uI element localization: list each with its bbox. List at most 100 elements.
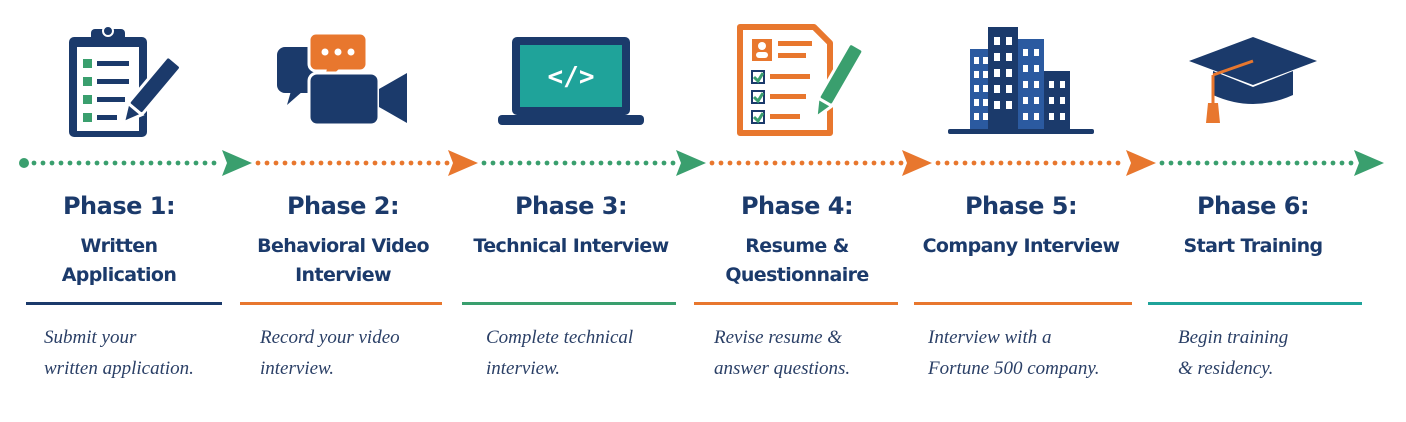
timeline-arrow-3 bbox=[676, 150, 706, 176]
timeline-dot bbox=[184, 160, 190, 166]
timeline-dot bbox=[309, 160, 315, 166]
timeline-dot bbox=[625, 160, 631, 166]
timeline-dot bbox=[175, 160, 181, 166]
timeline-dot bbox=[718, 160, 724, 166]
phase-2: Phase 2: Behavioral Video Interview Reco… bbox=[228, 0, 458, 422]
timeline-dot bbox=[1303, 160, 1309, 166]
timeline-dot bbox=[354, 160, 360, 166]
timeline-dot bbox=[562, 160, 568, 166]
phase-5: Phase 5: Company Interview Interview wit… bbox=[906, 0, 1136, 422]
timeline-dot bbox=[1240, 160, 1246, 166]
timeline-dot bbox=[1186, 160, 1192, 166]
phase-title: Phase 3: bbox=[514, 192, 628, 220]
phase-description-line: Revise resume & bbox=[714, 327, 843, 348]
timeline-dot bbox=[166, 160, 172, 166]
timeline-dot bbox=[363, 160, 369, 166]
timeline-dot bbox=[1177, 160, 1183, 166]
timeline-dot bbox=[962, 160, 968, 166]
timeline-dot bbox=[499, 160, 505, 166]
timeline-segment-3 bbox=[481, 150, 706, 176]
timeline-dot bbox=[616, 160, 622, 166]
timeline-dot bbox=[255, 160, 261, 166]
timeline-dot bbox=[1321, 160, 1327, 166]
phase-subtitle-line: Technical Interview bbox=[473, 235, 669, 257]
timeline-dot bbox=[1204, 160, 1210, 166]
timeline-dot bbox=[553, 160, 559, 166]
phase-underline bbox=[26, 302, 222, 305]
phase-subtitle-line: Behavioral Video bbox=[257, 235, 429, 257]
timeline-dot bbox=[652, 160, 658, 166]
timeline-dot bbox=[790, 160, 796, 166]
phase-4: Phase 4: Resume & Questionnaire Revise r… bbox=[682, 0, 912, 422]
timeline-dot bbox=[318, 160, 324, 166]
timeline-dot bbox=[1195, 160, 1201, 166]
timeline-dot bbox=[1330, 160, 1336, 166]
timeline-dot bbox=[980, 160, 986, 166]
timeline-dot bbox=[148, 160, 154, 166]
timeline-dot bbox=[264, 160, 270, 166]
timeline-dot bbox=[736, 160, 742, 166]
timeline-dot bbox=[944, 160, 950, 166]
timeline-dot bbox=[880, 160, 886, 166]
phase-subtitle-line: Start Training bbox=[1183, 235, 1324, 257]
timeline-dot bbox=[727, 160, 733, 166]
phase-description-line: written application. bbox=[44, 358, 194, 379]
timeline-dot bbox=[1097, 160, 1103, 166]
timeline-dot bbox=[935, 160, 941, 166]
timeline-dot bbox=[953, 160, 959, 166]
timeline-dot bbox=[300, 160, 306, 166]
timeline-dot bbox=[399, 160, 405, 166]
phase-6: Phase 6: Start Training Begin training &… bbox=[1138, 0, 1368, 422]
phase-description-line: interview. bbox=[260, 358, 335, 379]
phase-subtitle-line: Questionnaire bbox=[725, 264, 869, 286]
phase-subtitle: Behavioral Video Interview bbox=[218, 232, 468, 290]
phase-underline bbox=[914, 302, 1132, 305]
phase-underline bbox=[240, 302, 442, 305]
timeline-dot bbox=[444, 160, 450, 166]
timeline-dot bbox=[998, 160, 1004, 166]
phase-title: Phase 6: bbox=[1196, 192, 1310, 220]
timeline-dot bbox=[1276, 160, 1282, 166]
timeline-dot bbox=[1168, 160, 1174, 166]
timeline-dot bbox=[844, 160, 850, 166]
timeline-dot bbox=[408, 160, 414, 166]
phase-description: Begin training & residency. bbox=[1178, 322, 1288, 384]
timeline-dot bbox=[417, 160, 423, 166]
timeline-dot bbox=[1285, 160, 1291, 166]
timeline-dot bbox=[571, 160, 577, 166]
timeline-dot bbox=[1348, 160, 1354, 166]
phase-description: Interview with a Fortune 500 company. bbox=[928, 322, 1100, 384]
timeline-arrow-5 bbox=[1126, 150, 1156, 176]
timeline-dot bbox=[989, 160, 995, 166]
timeline-dot bbox=[535, 160, 541, 166]
timeline-dot bbox=[1070, 160, 1076, 166]
timeline-dot bbox=[282, 160, 288, 166]
timeline-dot bbox=[85, 160, 91, 166]
office-building-icon bbox=[906, 18, 1136, 143]
timeline-dot bbox=[58, 160, 64, 166]
timeline-dot bbox=[381, 160, 387, 166]
timeline-dot bbox=[1007, 160, 1013, 166]
phase-subtitle: Start Training bbox=[1128, 232, 1378, 261]
timeline-segment-5 bbox=[935, 150, 1156, 176]
timeline-dot bbox=[372, 160, 378, 166]
timeline-dot bbox=[763, 160, 769, 166]
timeline-dot bbox=[139, 160, 145, 166]
timeline-dot bbox=[49, 160, 55, 166]
timeline-dot bbox=[336, 160, 342, 166]
timeline-dot bbox=[31, 160, 37, 166]
timeline-dot bbox=[345, 160, 351, 166]
timeline-dot bbox=[211, 160, 217, 166]
phase-description: Complete technical interview. bbox=[486, 322, 633, 384]
phase-1: Phase 1: Written Application Submit your… bbox=[4, 0, 234, 422]
timeline-dot bbox=[808, 160, 814, 166]
timeline-dot bbox=[754, 160, 760, 166]
timeline-dot bbox=[1312, 160, 1318, 166]
phase-subtitle: Technical Interview bbox=[446, 232, 696, 261]
phase-underline bbox=[462, 302, 676, 305]
timeline-dot bbox=[435, 160, 441, 166]
phase-description-line: Fortune 500 company. bbox=[928, 358, 1100, 379]
phase-description-line: Submit your bbox=[44, 327, 137, 348]
timeline-dot bbox=[390, 160, 396, 166]
